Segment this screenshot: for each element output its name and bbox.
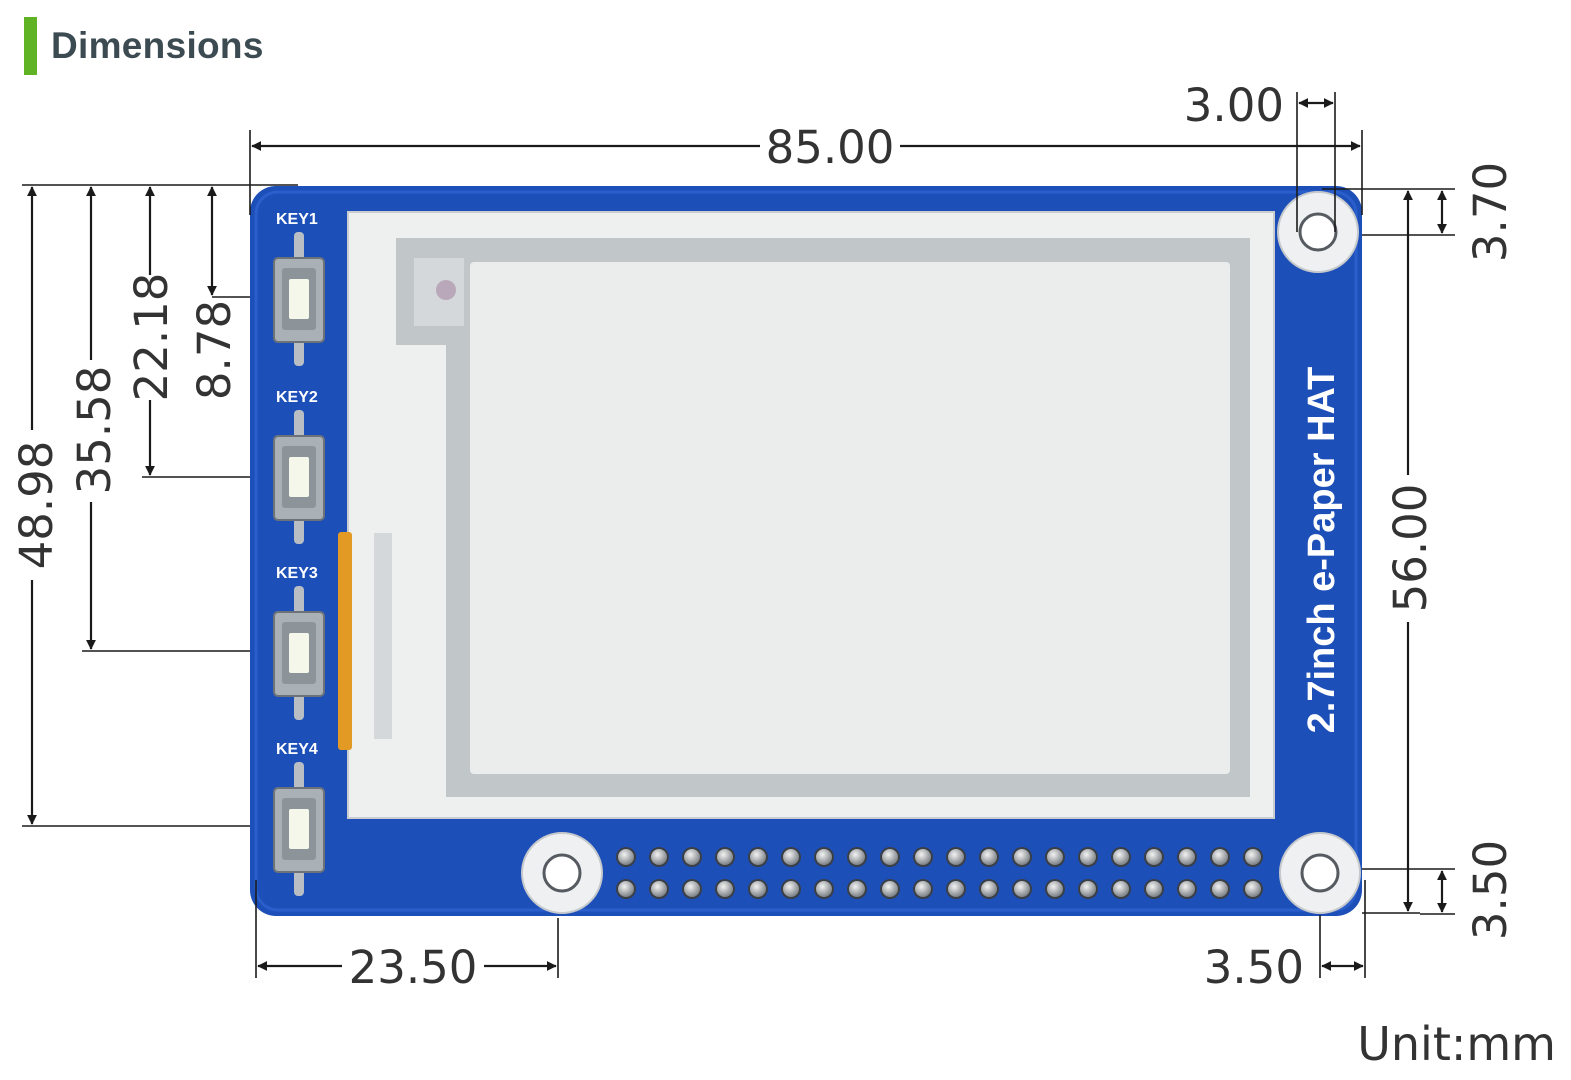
gpio-pin <box>618 849 634 865</box>
panel-active-area <box>470 262 1230 774</box>
gpio-pin <box>816 849 832 865</box>
header-accent-bar <box>24 17 37 75</box>
dim-label-mount-hole-bottom-offset-y: 3.50 <box>1464 840 1517 940</box>
gpio-pin <box>1047 881 1063 897</box>
gpio-header <box>616 847 1263 899</box>
gpio-pin <box>849 849 865 865</box>
gpio-pin <box>1245 881 1261 897</box>
gpio-pin <box>915 849 931 865</box>
key4-button[interactable]: KEY4 <box>273 741 325 896</box>
dim-mount-hole-spacing-vertical: 56.00 <box>1362 190 1437 914</box>
dim-overall-width: 85.00 <box>249 121 1363 215</box>
mounting-hole-bottom-left <box>521 832 603 914</box>
gpio-pin <box>1080 881 1096 897</box>
dim-mount-hole-top-offset-y: 3.70 <box>1322 162 1517 262</box>
key3-button[interactable]: KEY3 <box>273 565 325 720</box>
dim-mount-hole-top-offset-x: 3.00 <box>1184 79 1336 232</box>
unit-label: Unit:mm <box>1357 1017 1556 1071</box>
gpio-pin <box>915 881 931 897</box>
gpio-pin <box>1146 881 1162 897</box>
dim-label-mount-hole-top-offset-y: 3.70 <box>1464 162 1517 262</box>
gpio-pin <box>651 849 667 865</box>
gpio-pin <box>948 849 964 865</box>
epaper-hat-board: KEY1 KEY2 KEY3 <box>250 186 1362 916</box>
dim-key-spacing-3: 35.58 <box>68 186 250 652</box>
gpio-pin <box>750 849 766 865</box>
gpio-pin <box>981 881 997 897</box>
gpio-pin <box>717 849 733 865</box>
gpio-pin <box>816 881 832 897</box>
key1-label: KEY1 <box>276 211 318 228</box>
gpio-pin <box>948 881 964 897</box>
gpio-pin <box>1014 881 1030 897</box>
gpio-pin <box>783 881 799 897</box>
gpio-pin <box>1047 849 1063 865</box>
gpio-pin <box>1113 881 1129 897</box>
gpio-pin <box>1014 849 1030 865</box>
dim-label-key-spacing-1: 8.78 <box>188 300 241 400</box>
gpio-pin <box>684 881 700 897</box>
dim-key-spacing-2: 22.18 <box>125 186 250 478</box>
gpio-pin <box>981 849 997 865</box>
dim-key-spacing-1: 8.78 <box>188 186 250 400</box>
dim-label-overall-width: 85.00 <box>766 121 895 174</box>
key4-label: KEY4 <box>276 741 318 758</box>
fpc-ribbon <box>338 532 352 750</box>
gpio-pin <box>684 849 700 865</box>
gpio-pin <box>849 881 865 897</box>
dim-label-key-spacing-2: 22.18 <box>125 273 178 402</box>
key3-label: KEY3 <box>276 565 318 582</box>
gpio-pin <box>1245 849 1261 865</box>
gpio-pin <box>1146 849 1162 865</box>
key1-button[interactable]: KEY1 <box>273 211 325 366</box>
gpio-pin <box>1179 881 1195 897</box>
mounting-hole-bottom-right <box>1279 832 1361 914</box>
epaper-panel <box>338 211 1275 819</box>
gpio-pin <box>1212 849 1228 865</box>
section-title: Dimensions <box>51 25 264 66</box>
gpio-pin <box>1179 849 1195 865</box>
gpio-pin <box>882 881 898 897</box>
dim-label-mount-hole-left-offset-x: 23.50 <box>349 941 478 994</box>
key2-label: KEY2 <box>276 389 318 406</box>
gpio-pin <box>651 881 667 897</box>
dim-mount-hole-left-offset-x: 23.50 <box>255 880 559 994</box>
dim-mount-hole-bottom-offset-x: 3.50 <box>1204 880 1366 994</box>
mounting-hole-top-right <box>1277 191 1359 273</box>
dim-label-key-spacing-4: 48.98 <box>10 441 63 570</box>
gpio-pin <box>618 881 634 897</box>
key2-button[interactable]: KEY2 <box>273 389 325 544</box>
dim-label-mount-hole-bottom-offset-x: 3.50 <box>1204 941 1304 994</box>
gpio-pin <box>750 881 766 897</box>
section-header: Dimensions <box>24 16 264 76</box>
key-buttons: KEY1 KEY2 KEY3 <box>273 211 325 896</box>
dim-mount-hole-bottom-offset-y: 3.50 <box>1362 840 1517 940</box>
dim-key-spacing-4: 48.98 <box>10 186 250 827</box>
dim-label-mount-hole-top-offset-x: 3.00 <box>1184 79 1284 132</box>
gpio-pin <box>783 849 799 865</box>
gpio-pin <box>717 881 733 897</box>
gpio-pin <box>1212 881 1228 897</box>
gpio-pin <box>882 849 898 865</box>
gpio-pin <box>1080 849 1096 865</box>
gpio-pin <box>1113 849 1129 865</box>
board-silkscreen-title: 2.7inch e-Paper HAT <box>1301 367 1343 734</box>
dim-label-key-spacing-3: 35.58 <box>68 366 121 495</box>
panel-dot <box>436 280 456 300</box>
dim-label-mount-hole-spacing-vertical: 56.00 <box>1384 484 1437 613</box>
